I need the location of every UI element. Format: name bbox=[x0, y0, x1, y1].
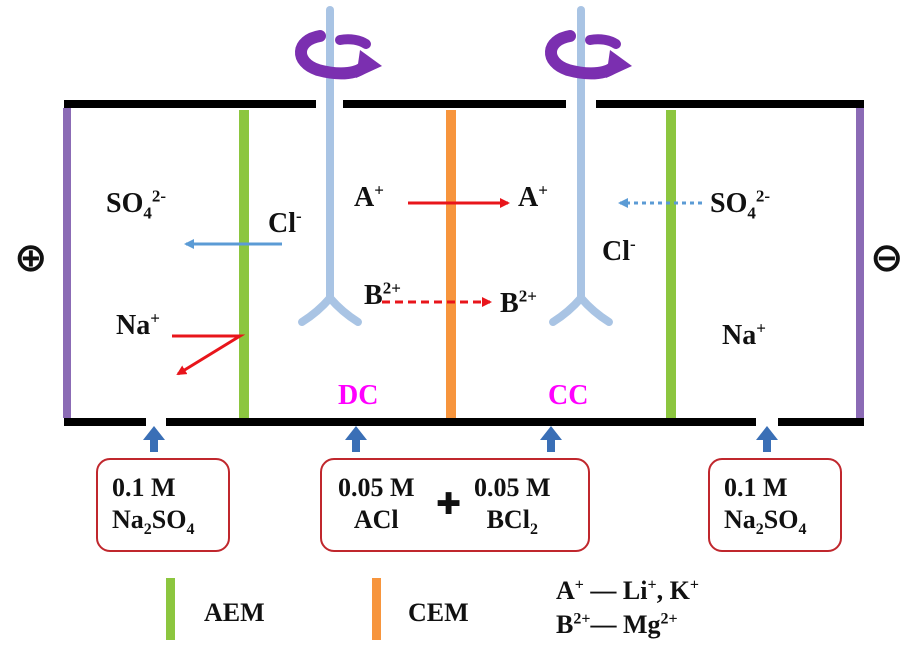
ion-na-right: Na+ bbox=[722, 318, 766, 351]
ion-b-dc: B2+ bbox=[364, 278, 401, 311]
feed-center-salt-a: ACl bbox=[353, 505, 399, 534]
ion-na-right-base: Na bbox=[722, 320, 757, 351]
ion-so4-left-sub: 4 bbox=[143, 203, 152, 223]
ion-a-dc-sup: + bbox=[374, 180, 384, 200]
feed-left-na: Na bbox=[112, 505, 144, 534]
ion-cl-right: Cl- bbox=[602, 234, 636, 267]
ion-so4-right-base: SO bbox=[710, 188, 748, 219]
legend-a-definition: A+ — Li+, K+ bbox=[556, 576, 699, 605]
ion-b-cc-base: B bbox=[500, 288, 519, 319]
ion-cl-left-sup: - bbox=[296, 206, 302, 226]
aem-membrane-right bbox=[666, 110, 676, 418]
feed-left-text: 0.1 M Na2SO4 bbox=[112, 472, 195, 539]
feed-left-sub2: 4 bbox=[186, 521, 195, 539]
legend-b-ion-sup: 2+ bbox=[573, 610, 591, 628]
legend-a-dash: — bbox=[583, 576, 623, 605]
legend-cem-swatch bbox=[372, 578, 381, 640]
ion-b-cc-sup: 2+ bbox=[518, 286, 537, 306]
ion-so4-right: SO42- bbox=[710, 186, 771, 222]
ion-a-cc-sup: + bbox=[538, 180, 548, 200]
legend-a-sep: , bbox=[656, 576, 670, 605]
stirrer-cc bbox=[549, 6, 613, 326]
legend-aem-label: AEM bbox=[204, 598, 265, 627]
feed-center-salt-b-sub: 2 bbox=[529, 521, 538, 539]
legend-a-ion-sup: + bbox=[574, 576, 584, 594]
feed-right-sub2: 4 bbox=[798, 521, 807, 539]
legend-a-li: Li bbox=[622, 576, 648, 605]
feed-center-salt-b: BCl2 bbox=[474, 504, 551, 539]
legend-cem-label: CEM bbox=[408, 598, 469, 627]
feed-box-right bbox=[708, 458, 842, 552]
na-flux-arrow bbox=[172, 334, 246, 376]
ion-so4-right-sub: 4 bbox=[747, 203, 756, 223]
feed-center-conc-a: 0.05 M bbox=[338, 473, 415, 502]
feed-center-plus-icon: ✚ bbox=[436, 487, 462, 522]
legend-b-mg-sup: 2+ bbox=[660, 610, 678, 628]
inlet-arrow-left-icon bbox=[143, 426, 165, 452]
ion-so4-left: SO42- bbox=[106, 186, 167, 222]
ion-b-dc-sup: 2+ bbox=[382, 278, 401, 298]
feed-box-center bbox=[320, 458, 590, 552]
feed-center-a-text: 0.05 M ACl bbox=[338, 472, 415, 536]
inlet-arrow-cc-icon bbox=[540, 426, 562, 452]
rotation-arrow-dc-icon bbox=[295, 30, 382, 80]
legend-b-mg: Mg bbox=[622, 610, 661, 639]
feed-right-line1: 0.1 M bbox=[724, 473, 788, 502]
inlet-arrow-dc-icon bbox=[345, 426, 367, 452]
aem-membrane-left bbox=[239, 110, 249, 418]
compartment-label-dc: DC bbox=[338, 380, 379, 411]
legend-a-li-sup: + bbox=[647, 576, 657, 594]
stirrer-dc bbox=[298, 6, 362, 326]
ion-cl-left: Cl- bbox=[268, 206, 302, 239]
legend-a-ion: A bbox=[556, 576, 575, 605]
ion-cl-right-sup: - bbox=[630, 234, 636, 254]
anode-symbol-icon: ⊕ bbox=[14, 235, 48, 281]
ion-na-left-base: Na bbox=[116, 310, 151, 341]
legend-a-k-sup: + bbox=[689, 576, 699, 594]
ion-na-left: Na+ bbox=[116, 308, 160, 341]
ion-so4-left-sup: 2- bbox=[151, 186, 167, 206]
ion-na-left-sup: + bbox=[150, 308, 160, 328]
feed-left-line1: 0.1 M bbox=[112, 473, 176, 502]
compartment-label-cc: CC bbox=[548, 380, 589, 411]
feed-right-text: 0.1 M Na2SO4 bbox=[724, 472, 807, 539]
ion-b-cc: B2+ bbox=[500, 286, 537, 319]
ion-so4-right-sup: 2- bbox=[755, 186, 771, 206]
ion-so4-left-base: SO bbox=[106, 188, 144, 219]
legend-b-dash: — bbox=[590, 610, 623, 639]
feed-box-left bbox=[96, 458, 230, 552]
ion-a-cc: A+ bbox=[518, 180, 548, 213]
cathode-plate bbox=[856, 108, 864, 418]
feed-center-b-text: 0.05 M BCl2 bbox=[474, 472, 551, 539]
anode-plate bbox=[63, 108, 71, 418]
legend-aem-swatch bbox=[166, 578, 175, 640]
feed-left-so: SO bbox=[151, 505, 187, 534]
feed-left-sub1: 2 bbox=[143, 521, 152, 539]
feed-center-conc-b: 0.05 M bbox=[474, 473, 551, 502]
legend-b-definition: B2+— Mg2+ bbox=[556, 610, 678, 639]
ion-na-right-sup: + bbox=[756, 318, 766, 338]
legend-b-ion: B bbox=[556, 610, 574, 639]
ion-a-dc-base: A bbox=[354, 182, 375, 213]
inlet-arrow-right-icon bbox=[756, 426, 778, 452]
cem-membrane bbox=[446, 110, 456, 418]
ion-a-dc: A+ bbox=[354, 180, 384, 213]
legend-a-k: K bbox=[669, 576, 690, 605]
ion-b-dc-base: B bbox=[364, 280, 383, 311]
feed-left-line2: Na2SO4 bbox=[112, 504, 195, 539]
ion-cl-right-base: Cl bbox=[602, 236, 630, 267]
ion-cl-left-base: Cl bbox=[268, 208, 296, 239]
feed-right-line2: Na2SO4 bbox=[724, 504, 807, 539]
feed-center-salt-b-base: BCl bbox=[486, 505, 530, 534]
cathode-symbol-icon: ⊖ bbox=[870, 235, 904, 281]
feed-right-so: SO bbox=[763, 505, 799, 534]
feed-right-na: Na bbox=[724, 505, 756, 534]
feed-right-sub1: 2 bbox=[755, 521, 764, 539]
rotation-arrow-cc-icon bbox=[545, 30, 632, 80]
ion-a-cc-base: A bbox=[518, 182, 539, 213]
